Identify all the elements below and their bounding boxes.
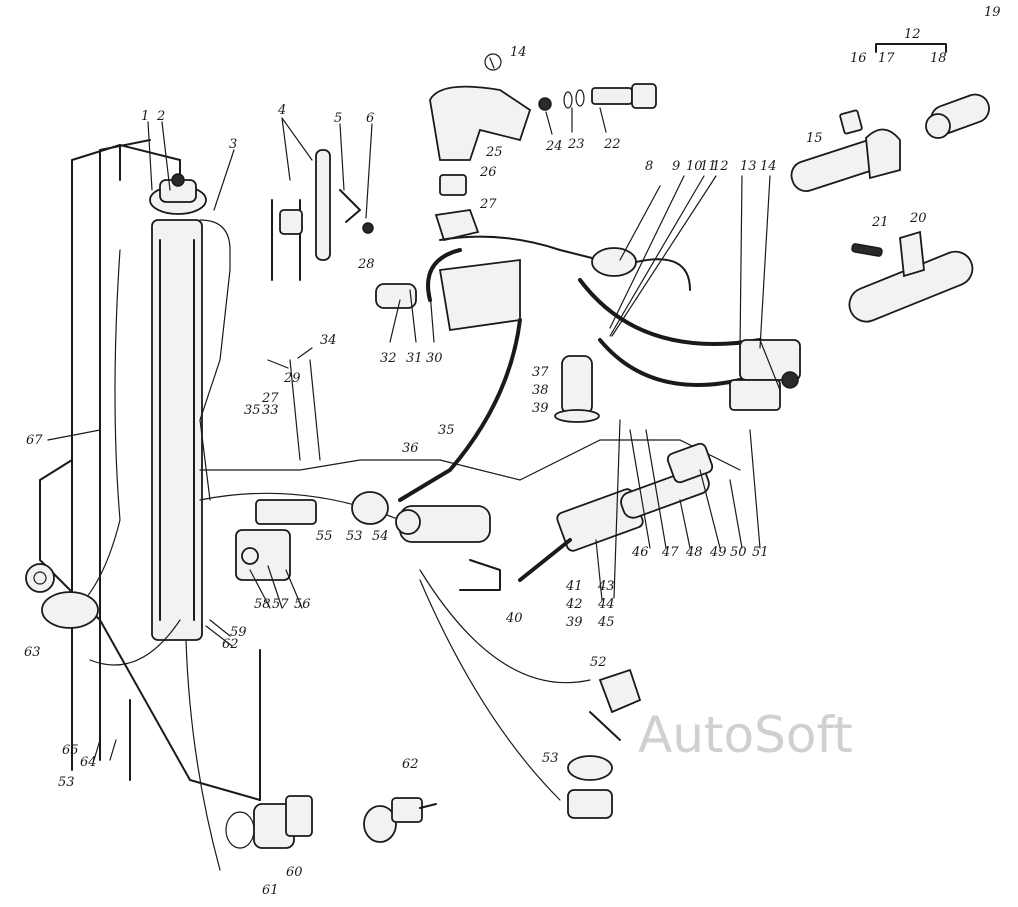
label-54: 54 <box>372 529 389 544</box>
label-8: 8 <box>645 159 653 174</box>
label-57: 57 <box>272 597 289 612</box>
label-39-bottom: 39 <box>566 615 583 630</box>
elbow-fitting-group <box>429 53 657 242</box>
label-46: 46 <box>631 545 649 560</box>
label-52: 52 <box>590 655 607 670</box>
label-61: 61 <box>262 883 279 898</box>
label-14-top: 14 <box>510 45 527 60</box>
bottom-cylinder-63 <box>25 563 99 629</box>
label-53-detail: 53 <box>542 751 559 766</box>
label-21: 21 <box>871 215 889 230</box>
bracket-assembly <box>271 149 374 281</box>
tilt-cylinder <box>351 491 501 591</box>
mast-frame <box>39 139 261 801</box>
label-24: 24 <box>545 139 563 154</box>
label-47: 47 <box>661 545 679 560</box>
hydraulic-pump <box>235 499 317 581</box>
label-17: 17 <box>878 51 895 66</box>
label-3: 3 <box>229 137 237 152</box>
label-37: 37 <box>532 365 549 380</box>
label-38: 38 <box>532 383 549 398</box>
label-67: 67 <box>26 433 43 448</box>
label-18: 18 <box>930 51 947 66</box>
label-2: 2 <box>156 109 165 124</box>
label-33: 33 <box>262 403 279 418</box>
label-59: 59 <box>230 625 247 640</box>
label-30: 30 <box>426 351 443 366</box>
label-19: 19 <box>984 5 1001 20</box>
label-35-mid: 35 <box>438 423 455 438</box>
label-16: 16 <box>850 51 867 66</box>
label-49: 49 <box>709 545 727 560</box>
label-31: 31 <box>406 351 423 366</box>
label-5: 5 <box>334 111 342 126</box>
label-53-mid: 53 <box>346 529 363 544</box>
label-45: 45 <box>597 615 615 630</box>
label-55: 55 <box>316 529 333 544</box>
label-65: 65 <box>62 743 79 758</box>
label-62-mid: 62 <box>222 637 239 652</box>
label-40: 40 <box>505 611 523 626</box>
label-60: 60 <box>286 865 303 880</box>
label-28: 28 <box>357 257 375 272</box>
label-41: 41 <box>565 579 583 594</box>
label-50: 50 <box>730 545 747 560</box>
label-29: 29 <box>283 371 301 386</box>
watermark-text: AutoSoft <box>638 706 853 764</box>
pipe-clamp-20 <box>848 230 974 323</box>
label-15: 15 <box>806 131 823 146</box>
label-14-mid: 14 <box>760 159 777 174</box>
label-27-top: 27 <box>479 197 497 212</box>
lift-cylinder-head <box>149 173 231 271</box>
label-25: 25 <box>485 145 503 160</box>
leader-lines <box>47 57 781 761</box>
label-9: 9 <box>672 159 680 174</box>
label-13: 13 <box>740 159 757 174</box>
label-12-mid: 12 <box>712 159 729 174</box>
label-11: 11 <box>700 159 717 174</box>
label-22: 22 <box>603 137 621 152</box>
label-34: 34 <box>320 333 337 348</box>
label-35-left: 35 <box>244 403 261 418</box>
label-27-mid: 27 <box>261 391 279 406</box>
label-58: 58 <box>254 597 271 612</box>
label-53-left: 53 <box>58 775 75 790</box>
label-1: 1 <box>141 109 149 124</box>
oil-tank <box>375 235 691 332</box>
label-26: 26 <box>479 165 497 180</box>
label-4: 4 <box>277 103 286 118</box>
label-36: 36 <box>402 441 419 456</box>
fitting-detail-60-62 <box>185 639 437 871</box>
label-32: 32 <box>380 351 397 366</box>
label-6: 6 <box>366 111 374 126</box>
hydraulic-hoses <box>59 248 762 666</box>
label-10: 10 <box>686 159 703 174</box>
label-51: 51 <box>752 545 769 560</box>
label-39-mid: 39 <box>532 401 549 416</box>
label-43: 43 <box>597 579 615 594</box>
label-63: 63 <box>24 645 41 660</box>
label-44: 44 <box>597 597 615 612</box>
part-labels: 1 2 3 4 5 6 14 25 24 23 22 26 27 28 12 1… <box>24 5 1001 898</box>
filter-37 <box>554 355 600 423</box>
label-42: 42 <box>565 597 583 612</box>
label-62-detail: 62 <box>402 757 419 772</box>
label-12-top: 12 <box>904 27 921 42</box>
fitting-detail-52-53 <box>419 569 642 819</box>
label-64: 64 <box>80 755 97 770</box>
label-48: 48 <box>685 545 703 560</box>
label-20: 20 <box>909 211 927 226</box>
label-23: 23 <box>567 137 585 152</box>
label-56: 56 <box>294 597 311 612</box>
clamp-group <box>790 43 990 192</box>
control-valve-block <box>729 339 801 411</box>
